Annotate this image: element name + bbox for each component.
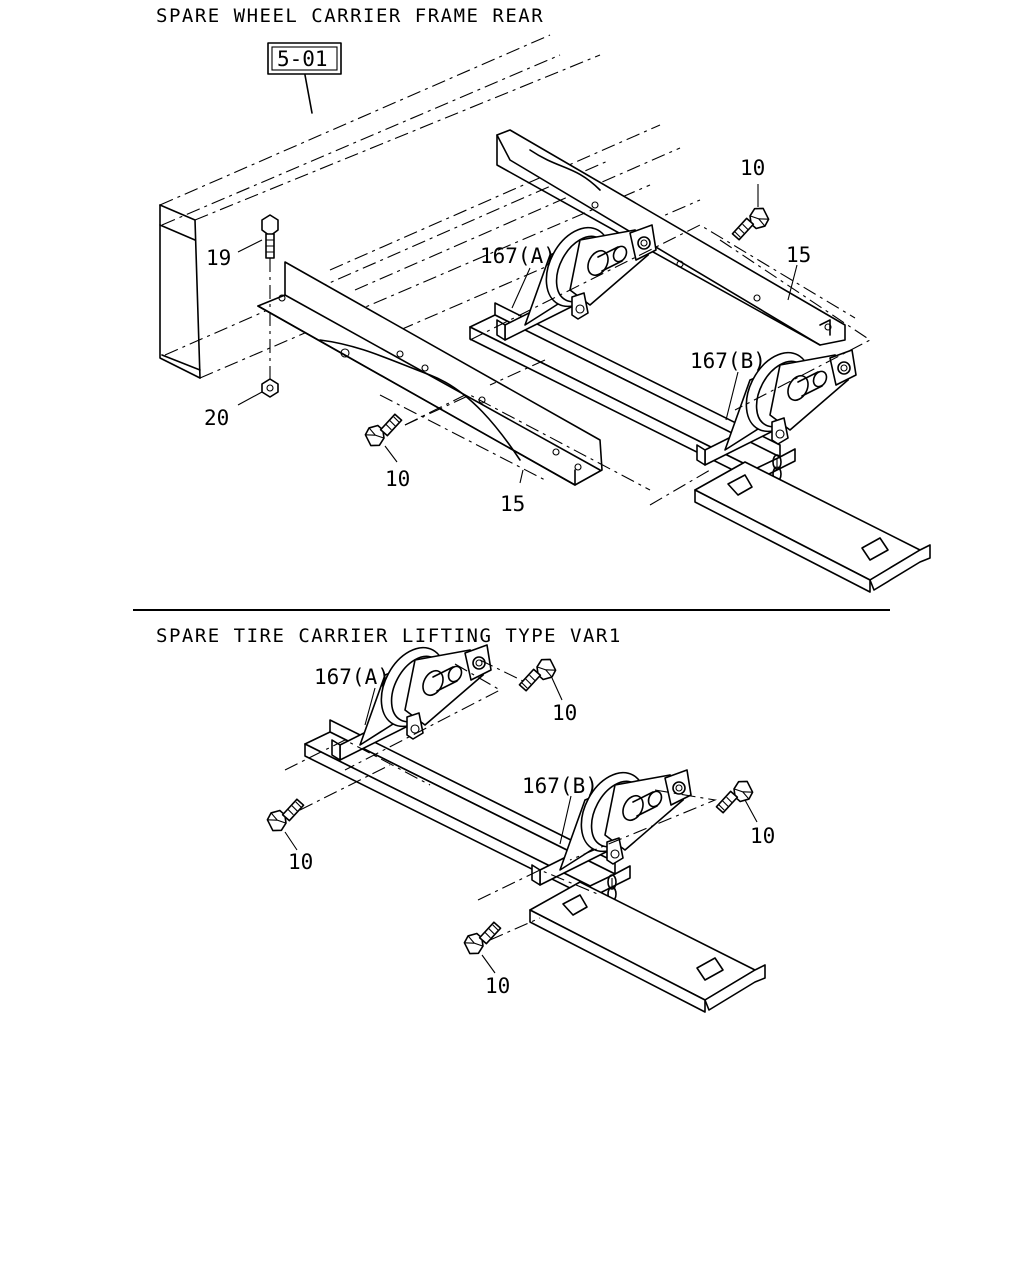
carrier-167a-top <box>496 215 657 341</box>
callout-10-a-left: 10 <box>288 850 313 874</box>
bolt-10-b-right <box>710 777 757 816</box>
bolt-10-upper <box>726 204 773 243</box>
callout-167a-top: 167(A) <box>480 244 556 268</box>
cross-member-upper <box>496 129 846 346</box>
bolt-10-lower <box>361 411 408 450</box>
nut-20 <box>261 378 279 398</box>
lift-plate-bottom <box>529 881 766 1013</box>
section-heading-top: SPARE WHEEL CARRIER FRAME REAR <box>156 5 544 27</box>
bolt-10-a-left <box>263 796 310 835</box>
bolt-10-a-right <box>513 655 560 694</box>
reference-box: 5-01 <box>267 42 342 114</box>
section-heading-bottom: SPARE TIRE CARRIER LIFTING TYPE VAR1 <box>156 625 622 647</box>
callout-10-upper: 10 <box>740 156 765 180</box>
callout-10-b-left: 10 <box>485 974 510 998</box>
bolt-10-b-left <box>460 919 507 958</box>
callout-167b-bottom: 167(B) <box>522 774 598 798</box>
reference-box-label: 5-01 <box>277 47 328 71</box>
callout-19: 19 <box>206 246 231 270</box>
callout-10-a-right: 10 <box>552 701 577 725</box>
callout-167b-top: 167(B) <box>690 349 766 373</box>
lift-plate-top <box>694 461 931 593</box>
cross-member-lower <box>257 261 603 486</box>
callout-10-b-right: 10 <box>750 824 775 848</box>
callout-10-lower: 10 <box>385 467 410 491</box>
callout-15-lower: 15 <box>500 492 525 516</box>
callout-15-upper: 15 <box>786 243 811 267</box>
callout-167a-bottom: 167(A) <box>314 665 390 689</box>
bolt-19 <box>261 214 279 380</box>
callout-20: 20 <box>204 406 229 430</box>
carrier-167a-bottom <box>331 635 492 761</box>
